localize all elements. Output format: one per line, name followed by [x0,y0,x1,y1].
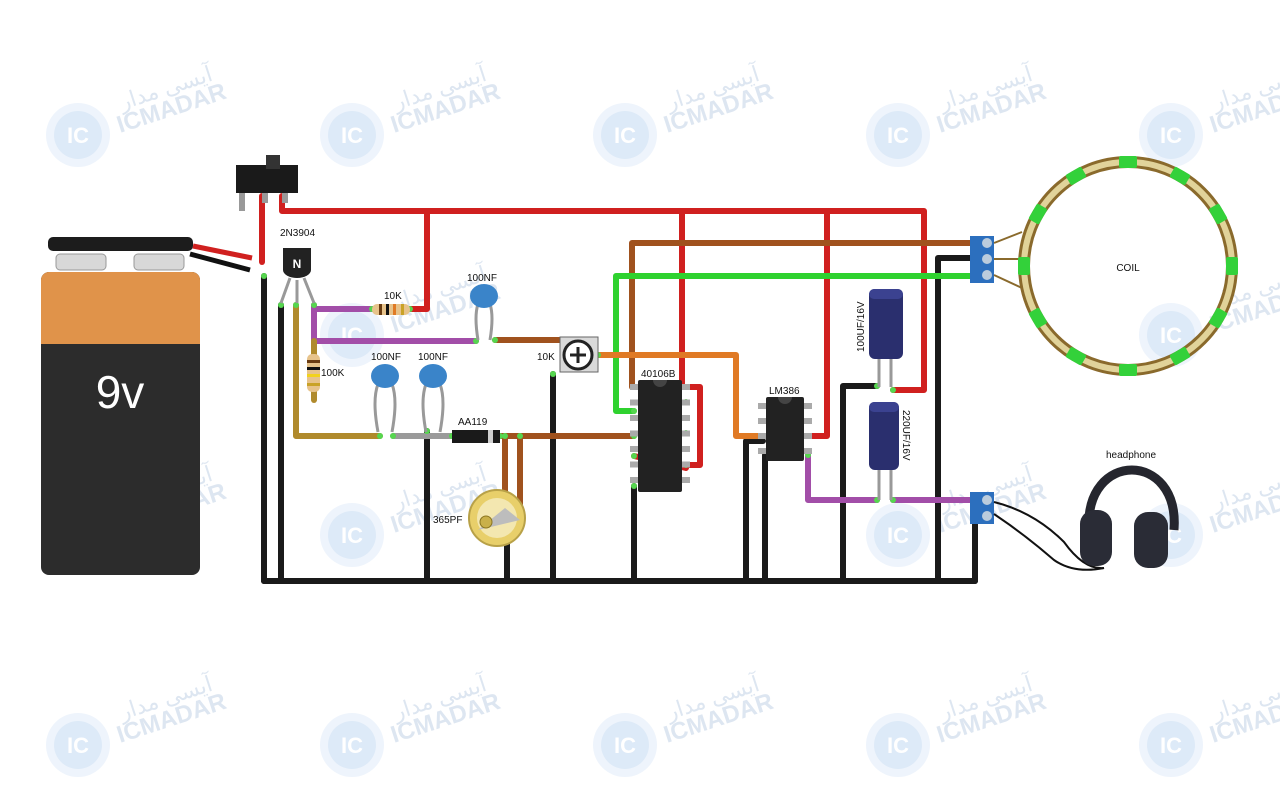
ceramic-cap-top: 100NF [467,273,498,341]
search-coil: COIL [993,156,1238,376]
svg-text:IC: IC [67,123,89,148]
resistor-100k-label: 100K [321,368,345,379]
cap-100uf-label: 100UF/16V [856,301,867,352]
rail-drop-resistor [407,208,430,312]
positive-rail-wire [279,193,927,393]
battery-label: 9v [96,366,145,418]
diode: AA119 [452,417,500,443]
transistor: 2N3904 N [279,228,315,304]
ic-40106b-label: 40106B [641,369,676,380]
ic-lm386: LM386 [758,386,812,461]
svg-text:IC: IC [887,523,909,548]
svg-text:IC: IC [1160,323,1182,348]
resistor-10k: 10K [372,291,410,315]
cap100-ground-wire [840,383,880,584]
trimmer-label: 10K [537,352,555,363]
cap-220uf-label: 220UF/16V [900,410,911,461]
coil-ground-wire [935,255,978,584]
svg-text:IC: IC [887,733,909,758]
olive-collector-wire [293,302,383,439]
svg-text:IC: IC [614,733,636,758]
cap-100nf-right-label: 100NF [418,352,448,363]
coil-brown-wire [629,240,978,390]
coil-green-wire [613,273,978,414]
wires [259,193,978,584]
battery: 9v [41,237,253,575]
transistor-mark: N [293,257,302,271]
headphone-purple-wire [805,452,880,503]
svg-text:IC: IC [1160,123,1182,148]
ic2-ground-wire-a [743,438,766,584]
cap-100nf-left-label: 100NF [371,352,401,363]
svg-text:IC: IC [341,733,363,758]
resistor-10k-label: 10K [384,291,402,302]
svg-text:IC: IC [1160,733,1182,758]
coil-terminal-block [970,236,994,283]
electrolytic-cap-220uf: 220UF/16V [869,402,911,500]
ic-40106b: 40106B [630,369,690,492]
transistor-label: 2N3904 [280,228,315,239]
svg-text:IC: IC [341,323,363,348]
svg-text:IC: IC [341,523,363,548]
ic-lm386-label: LM386 [769,386,800,397]
svg-text:IC: IC [67,733,89,758]
coil-label: COIL [1116,263,1140,274]
variable-cap-label: 365PF [433,515,462,526]
diode-label: AA119 [458,417,488,428]
headphone: headphone [993,450,1179,571]
ceramic-cap-left: 100NF [371,352,401,433]
svg-text:IC: IC [887,123,909,148]
trimmer-potentiometer[interactable]: 10K [537,336,599,373]
svg-text:IC: IC [341,123,363,148]
headphone-terminal-block [970,492,994,524]
orange-signal-wire [595,352,766,439]
electrolytic-cap-100uf: 100UF/16V [856,289,903,387]
cap-100nf-top-label: 100NF [467,273,497,284]
variable-capacitor[interactable]: 365PF [433,489,526,547]
rail-drop-ic2 [805,208,830,439]
resistor-100k: 100K [307,354,345,392]
headphone-label: headphone [1106,450,1156,461]
svg-text:IC: IC [614,123,636,148]
ceramic-cap-right: 100NF [418,352,448,433]
slide-switch[interactable] [236,155,298,211]
ic1-side-red [683,384,703,468]
